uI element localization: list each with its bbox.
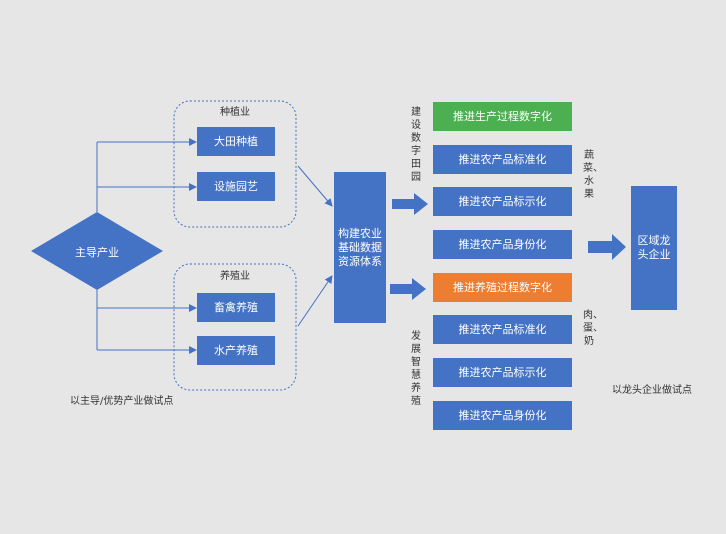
breeding-group-label: 养殖业 xyxy=(220,271,250,282)
block-arrow-right xyxy=(588,234,626,260)
production-digitization-box: 推进生产过程数字化 xyxy=(433,102,572,131)
farm-standardization-box: 推进农产品标准化 xyxy=(433,145,572,174)
agri-data-system-box: 构建农业基础数据资源体系 xyxy=(334,172,386,323)
main-industry-caption: 以主导/优势产业做试点 xyxy=(70,396,174,407)
block-arrow-top xyxy=(392,193,428,215)
breeding-group-border xyxy=(173,263,297,391)
diamond-connectors xyxy=(96,138,197,354)
farm-identity-box: 推进农产品身份化 xyxy=(433,230,572,259)
breeding-labeling-box: 推进农产品标示化 xyxy=(433,358,572,387)
livestock-breeding-box: 畜禽养殖 xyxy=(197,293,275,322)
facility-horticulture-box: 设施园艺 xyxy=(197,172,275,201)
breeding-standardization-box: 推进农产品标准化 xyxy=(433,315,572,344)
smart-breeding-label: 发展智慧养殖 xyxy=(411,331,421,407)
field-planting-box: 大田种植 xyxy=(197,127,275,156)
block-arrow-bottom xyxy=(390,278,426,300)
aquaculture-box: 水产养殖 xyxy=(197,336,275,365)
planting-group-border xyxy=(173,100,297,228)
farm-labeling-box: 推进农产品标示化 xyxy=(433,187,572,216)
leader-caption: 以龙头企业做试点 xyxy=(612,385,692,396)
regional-leader-box: 区域龙头企业 xyxy=(631,186,677,310)
vegetables-fruits-label: 蔬菜、水果 xyxy=(583,150,603,200)
meat-eggs-milk-label: 肉、蛋、奶 xyxy=(583,310,603,347)
planting-group-label: 种植业 xyxy=(220,107,250,118)
main-industry-diamond xyxy=(31,212,163,290)
main-industry-label: 主导产业 xyxy=(75,246,119,259)
breeding-digitization-box: 推进养殖过程数字化 xyxy=(433,273,572,302)
breeding-identity-box: 推进农产品身份化 xyxy=(433,401,572,430)
digital-farm-label: 建设数字田园 xyxy=(411,107,421,183)
group-to-center-arrows xyxy=(297,165,333,327)
